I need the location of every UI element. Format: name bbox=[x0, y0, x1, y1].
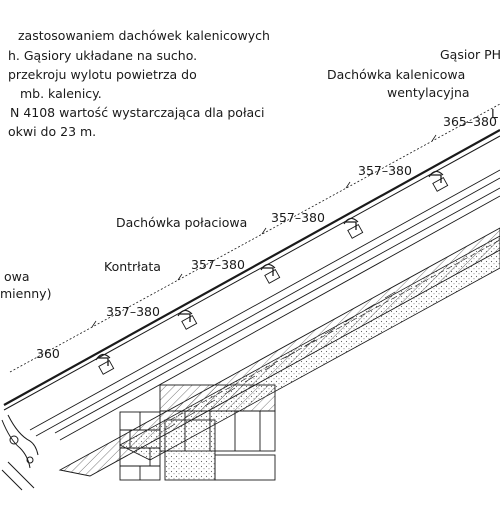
label-roof-tile: Dachówka połaciowa bbox=[116, 215, 247, 230]
label-l: L bbox=[491, 106, 498, 121]
dimension-line bbox=[9, 103, 500, 373]
dimension-label: 357–380 bbox=[358, 163, 412, 178]
roof-tile-layer bbox=[3, 129, 500, 411]
dimension-label: 365–380 bbox=[443, 114, 497, 129]
note-line: okwi do 23 m. bbox=[8, 124, 96, 139]
dimension-label: 357–380 bbox=[271, 210, 325, 225]
label-ridge-tile-2: wentylacyjna bbox=[387, 85, 470, 100]
label-ridge-tile-1: Dachówka kalenicowa bbox=[327, 67, 465, 82]
note-block: zastosowaniem dachówek kalenicowych h. G… bbox=[8, 28, 270, 139]
dimension-label: 357–380 bbox=[191, 257, 245, 272]
note-line: przekroju wylotu powietrza do bbox=[8, 67, 197, 82]
wall-masonry bbox=[119, 384, 276, 481]
note-line: zastosowaniem dachówek kalenicowych bbox=[18, 28, 270, 43]
note-line: h. Gąsiory układane na sucho. bbox=[8, 48, 197, 63]
dimension-label: 357–380 bbox=[106, 304, 160, 319]
label-left-1: owa bbox=[4, 269, 30, 284]
component-labels: Gąsior PH Dachówka kalenicowa wentylacyj… bbox=[0, 47, 500, 301]
label-left-2: mienny) bbox=[0, 286, 51, 301]
dimension-labels: 360 357–380 357–380 357–380 357–380 365–… bbox=[36, 114, 497, 361]
note-line: N 4108 wartość wystarczająca dla połaci bbox=[10, 105, 265, 120]
gutter bbox=[1, 414, 39, 491]
batten-layer bbox=[29, 169, 500, 441]
rafter bbox=[58, 227, 500, 477]
label-counter-batten: Kontrłata bbox=[104, 259, 161, 274]
dimension-label: 360 bbox=[36, 346, 60, 361]
note-line: mb. kalenicy. bbox=[20, 86, 102, 101]
label-gasior: Gąsior PH bbox=[440, 47, 500, 62]
